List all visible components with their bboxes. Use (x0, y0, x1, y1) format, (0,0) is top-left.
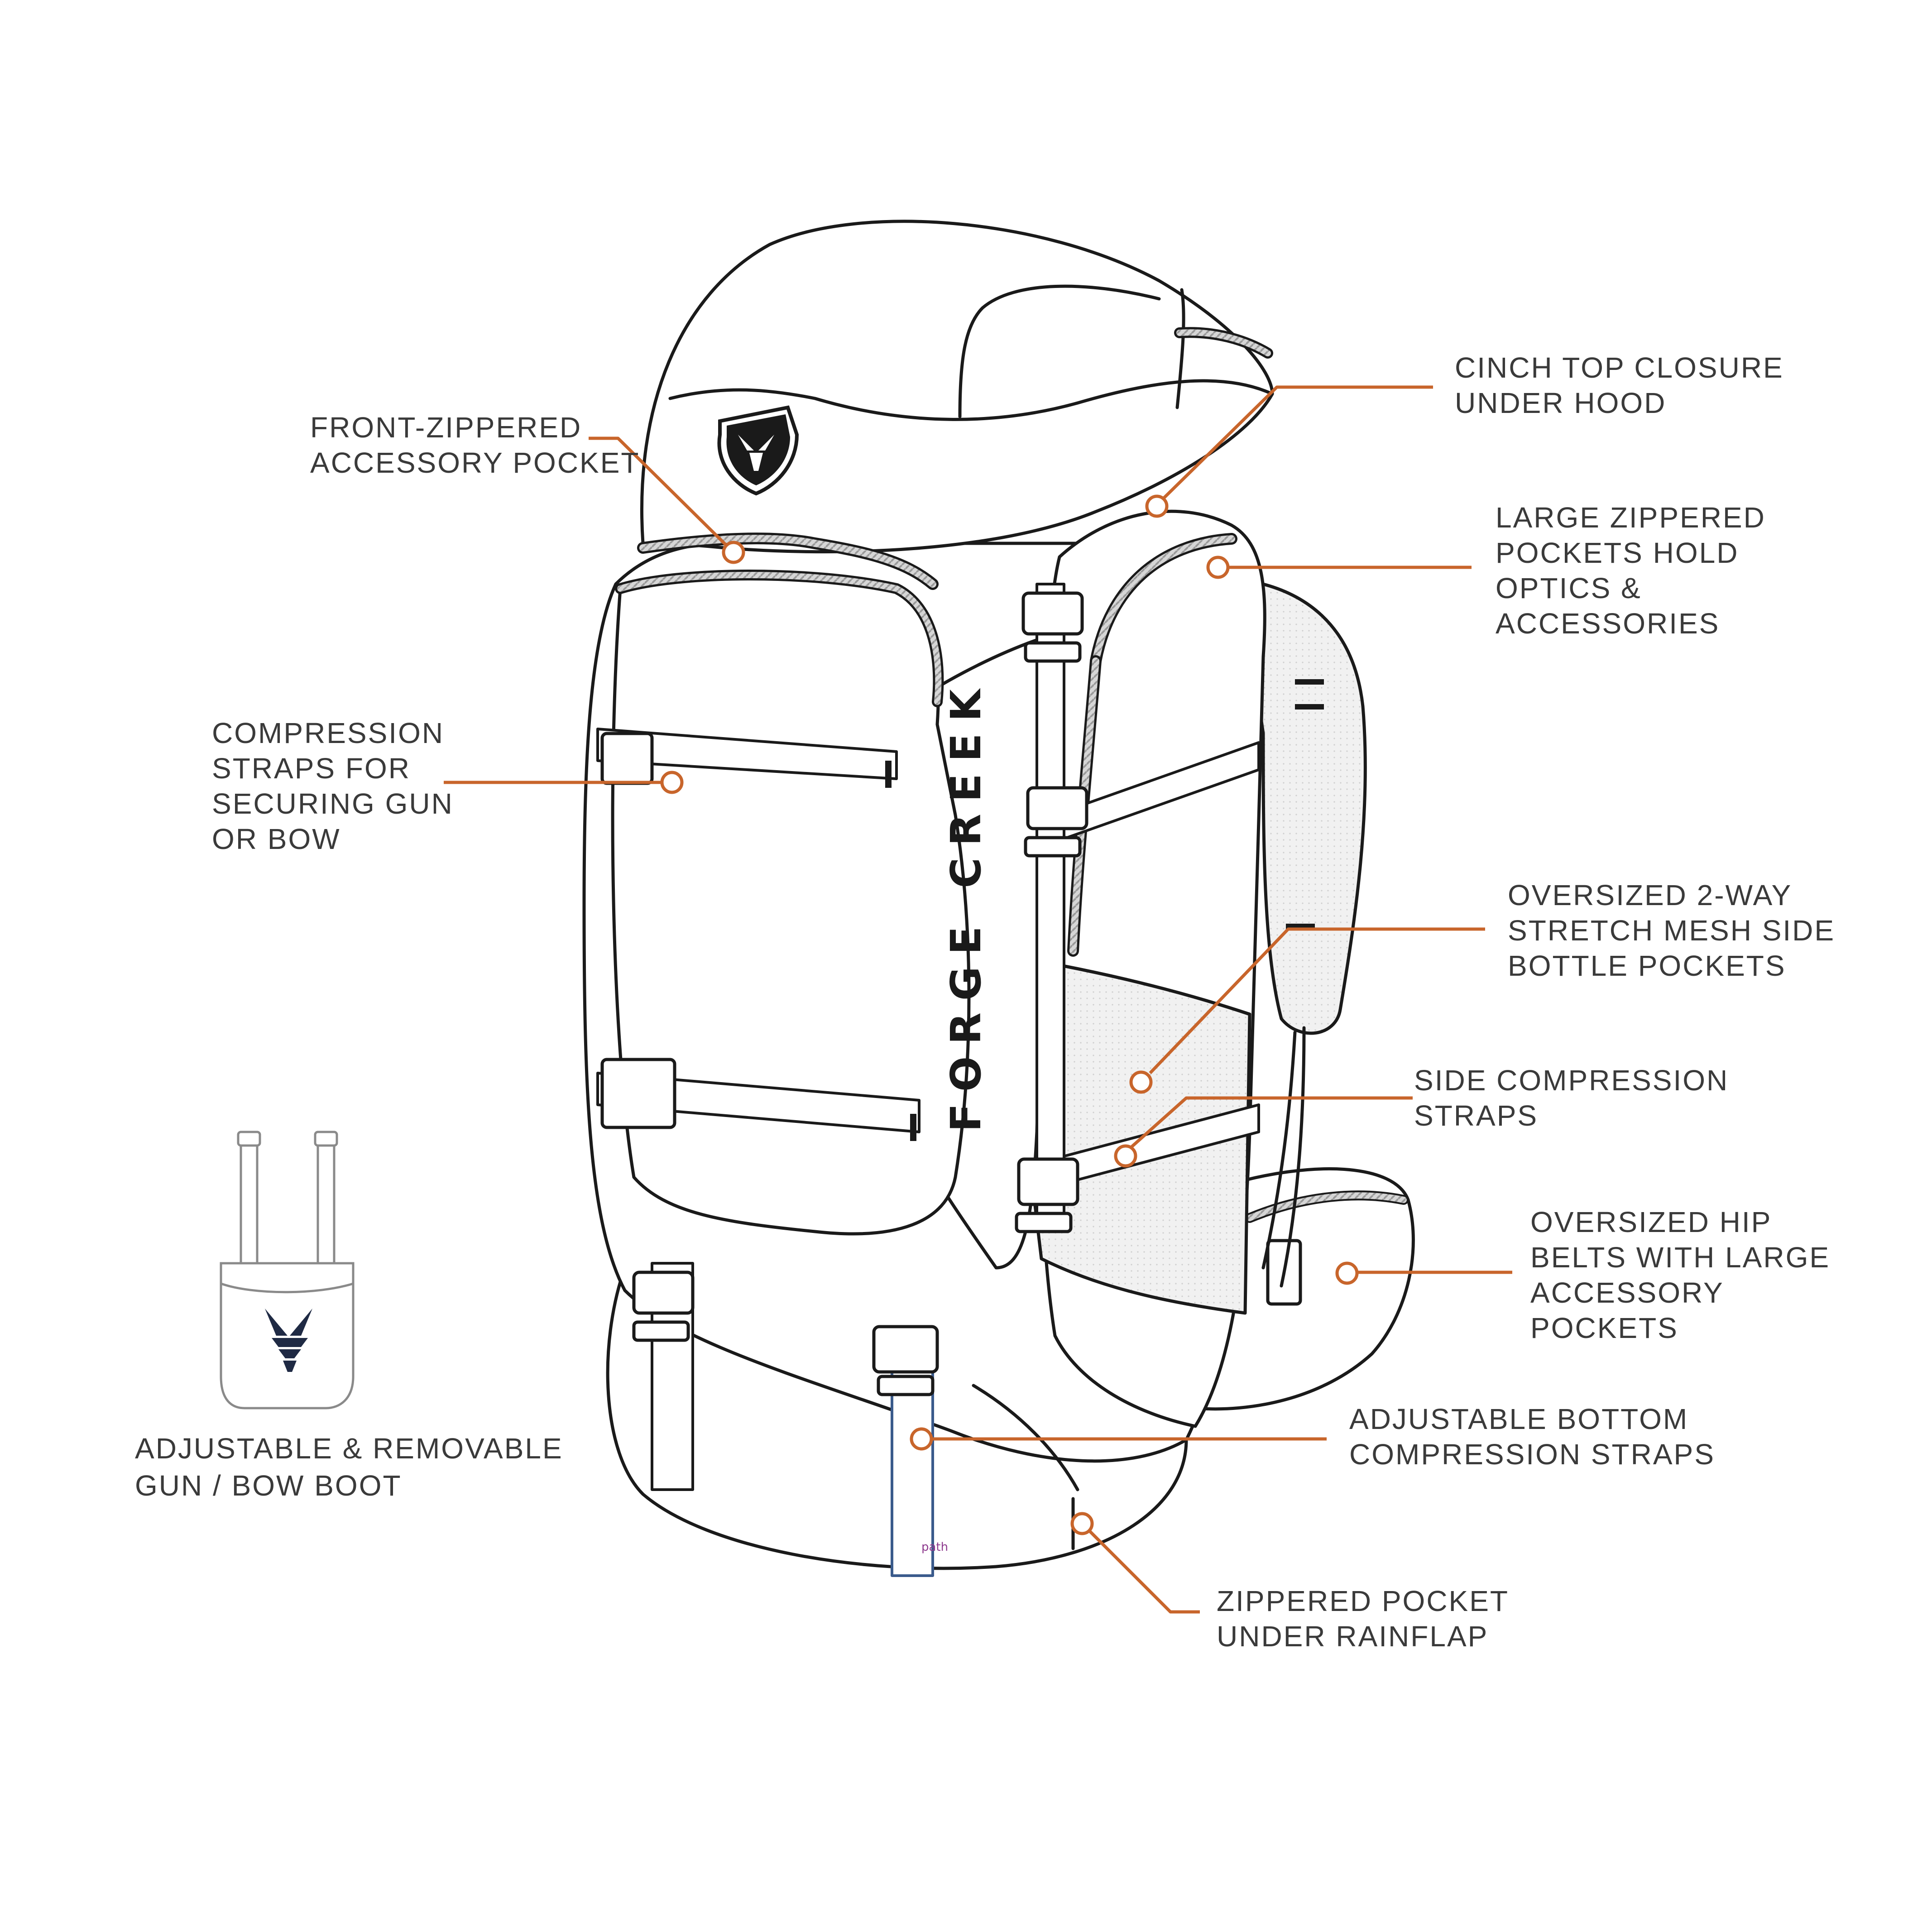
callout-line: COMPRESSION STRAPS (1349, 1438, 1715, 1471)
callout-dot (1070, 1512, 1094, 1535)
hip-belt (1194, 1167, 1415, 1411)
callout-line: OPTICS & (1496, 572, 1642, 604)
boot-caption-line: GUN / BOW BOOT (135, 1469, 402, 1502)
callout-line: SIDE COMPRESSION (1414, 1064, 1729, 1097)
callout-compression-straps: COMPRESSION STRAPS FOR SECURING GUN OR B… (212, 715, 454, 857)
lid-logo-badge (717, 405, 799, 496)
boot-caption: ADJUSTABLE & REMOVABLE GUN / BOW BOOT (135, 1430, 563, 1504)
leader-side-compression (1122, 1096, 1413, 1156)
callout-line: BOTTLE POCKETS (1508, 949, 1786, 982)
brand-wordmark: FORGE CREEK (942, 677, 990, 1132)
callout-line: STRAPS (1414, 1099, 1539, 1132)
callout-line: OVERSIZED 2-WAY (1508, 879, 1793, 911)
callout-line: BELTS WITH LARGE (1530, 1241, 1831, 1274)
callout-dot (910, 1427, 933, 1451)
callout-dot (1129, 1070, 1153, 1094)
gun-bow-boot (220, 1131, 355, 1409)
callout-bottle-pockets: OVERSIZED 2-WAY STRETCH MESH SIDE BOTTLE… (1508, 877, 1835, 983)
callout-line: STRAPS FOR (212, 752, 411, 785)
callout-line: ACCESSORY POCKET (310, 446, 640, 479)
callout-line: ZIPPERED POCKET (1217, 1585, 1509, 1617)
callout-side-compression: SIDE COMPRESSION STRAPS (1414, 1063, 1729, 1133)
callout-dot (1114, 1144, 1137, 1168)
deer-antler-logo-icon (738, 435, 774, 471)
callout-line: OR BOW (212, 823, 341, 855)
callout-line: ACCESSORY (1530, 1276, 1724, 1309)
callout-dot (1206, 556, 1230, 579)
callout-line: LARGE ZIPPERED (1496, 501, 1766, 534)
callout-line: CINCH TOP CLOSURE (1455, 351, 1784, 384)
callout-large-zippered-pockets: LARGE ZIPPERED POCKETS HOLD OPTICS & ACC… (1496, 500, 1766, 641)
callout-line: ACCESSORIES (1496, 607, 1720, 640)
callout-line: UNDER RAINFLAP (1217, 1620, 1489, 1653)
callout-bottom-compression: ADJUSTABLE BOTTOM COMPRESSION STRAPS (1349, 1401, 1715, 1472)
callout-dot (1145, 494, 1169, 518)
strap-tag-label: path (921, 1540, 948, 1554)
shoulder-strap (1239, 578, 1367, 1035)
callout-hip-belts: OVERSIZED HIP BELTS WITH LARGE ACCESSORY… (1530, 1204, 1830, 1346)
callout-line: COMPRESSION (212, 717, 445, 749)
callout-cinch-top: CINCH TOP CLOSURE UNDER HOOD (1455, 350, 1784, 421)
callout-line: OVERSIZED HIP (1530, 1206, 1772, 1238)
boot-caption-line: ADJUSTABLE & REMOVABLE (135, 1432, 563, 1465)
callout-dot (1335, 1261, 1359, 1285)
callout-line: FRONT-ZIPPERED (310, 411, 582, 444)
callout-rainflap-pocket: ZIPPERED POCKET UNDER RAINFLAP (1217, 1583, 1509, 1654)
callout-dot (660, 771, 684, 794)
callout-dot (722, 541, 745, 564)
callout-line: ADJUSTABLE BOTTOM (1349, 1403, 1689, 1435)
leader-rainflap-pocket (1081, 1522, 1200, 1614)
callout-line: STRETCH MESH SIDE (1508, 914, 1836, 947)
leader-front-zippered-pocket (589, 436, 733, 551)
callout-line: POCKETS (1530, 1312, 1678, 1344)
callout-front-zippered-pocket: FRONT-ZIPPERED ACCESSORY POCKET (310, 410, 640, 480)
leader-bottle-pockets (1149, 927, 1485, 1074)
callout-line: SECURING GUN (212, 787, 454, 820)
deer-antler-logo-icon (265, 1309, 312, 1372)
callout-line: POCKETS HOLD (1496, 537, 1739, 569)
leader-cinch-top (1155, 385, 1433, 506)
callout-line: UNDER HOOD (1455, 387, 1667, 419)
